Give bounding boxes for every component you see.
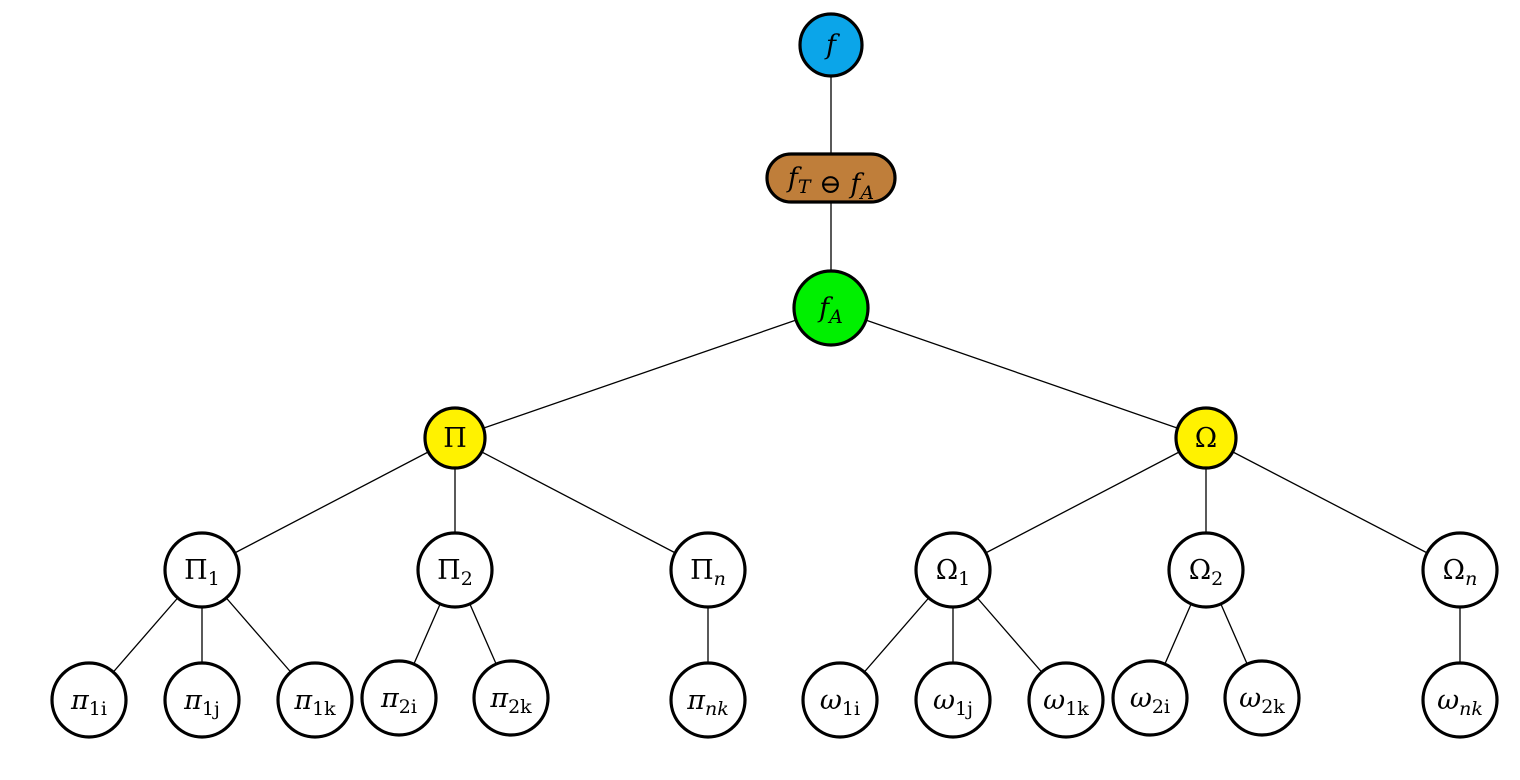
edge-Omega-Omega1 [952,437,1207,571]
node-Omegan: Ωn [1421,531,1499,609]
node-shape [669,531,747,609]
node-label: Πn [690,555,726,590]
node-omega1k: ω1k [1027,661,1105,739]
node-Pin: Πn [669,531,747,609]
node-label: ω1i [820,685,860,720]
node-label: Ωn [1443,555,1478,590]
node-shape [914,661,992,739]
node-Pi: Π [423,406,487,470]
node-shape [472,659,550,737]
node-shape [50,661,128,739]
node-omega2k: ω2k [1223,659,1301,737]
node-label: π1i [70,685,107,720]
node-label: ω1j [933,685,973,720]
node-shape [1223,659,1301,737]
node-label: Π1 [184,555,220,590]
node-shape [360,659,438,737]
node-label: Π [443,423,467,454]
node-fA: fA [792,269,870,347]
node-label: π2k [489,683,532,718]
node-pink: πnk [669,661,747,739]
node-Omega: Ω [1174,406,1238,470]
edges-layer [88,45,1461,701]
node-Pi2: Π2 [416,531,494,609]
node-label: Ω1 [936,555,970,590]
node-shape [669,661,747,739]
node-Omega1: Ω1 [914,531,992,609]
node-label: π1j [183,685,220,720]
node-omega1i: ω1i [801,661,879,739]
node-shape [914,531,992,609]
node-compose: fT ⊖ fA [765,152,897,204]
node-omegank: ωnk [1421,661,1499,739]
node-shape [163,661,241,739]
node-shape [765,152,897,204]
node-label: π1k [293,685,336,720]
node-label: fA [817,293,843,328]
node-shape [801,661,879,739]
edge-Pi-Pi1 [201,437,456,571]
node-label: ω2i [1130,683,1170,718]
node-pi2i: π2i [360,659,438,737]
node-pi2k: π2k [472,659,550,737]
node-label: Π2 [437,555,473,590]
node-shape [1027,661,1105,739]
node-omega2i: ω2i [1111,659,1189,737]
node-label: πnk [686,685,729,720]
node-pi1i: π1i [50,661,128,739]
edge-fA-Pi [454,307,832,439]
node-label: π2i [380,683,417,718]
nodes-layer: f fT ⊖ fA fA Π Ω Π1 Π2 Πn Ω1 Ω2 Ωn π1i π1j π1k π2i π2k π… [50,12,1499,739]
edge-Pi-Pin [454,437,709,571]
node-label: ωnk [1437,685,1483,720]
node-shape [1111,659,1189,737]
node-shape [798,12,864,78]
node-Pi1: Π1 [163,531,241,609]
node-shape [1421,661,1499,739]
node-shape [276,661,354,739]
node-pi1j: π1j [163,661,241,739]
node-shape [1421,531,1499,609]
node-pi1k: π1k [276,661,354,739]
node-Omega2: Ω2 [1167,531,1245,609]
edge-Omega-Omegan [1205,437,1461,571]
node-omega1j: ω1j [914,661,992,739]
node-label: Ω2 [1189,555,1223,590]
edge-fA-Omega [830,307,1207,439]
node-label: ω1k [1043,685,1089,720]
node-shape [423,406,487,470]
node-shape [1167,531,1245,609]
node-shape [416,531,494,609]
node-shape [792,269,870,347]
node-shape [1174,406,1238,470]
node-label: ω2k [1239,683,1285,718]
node-f: f [798,12,864,78]
node-label: Ω [1195,423,1217,454]
node-shape [163,531,241,609]
